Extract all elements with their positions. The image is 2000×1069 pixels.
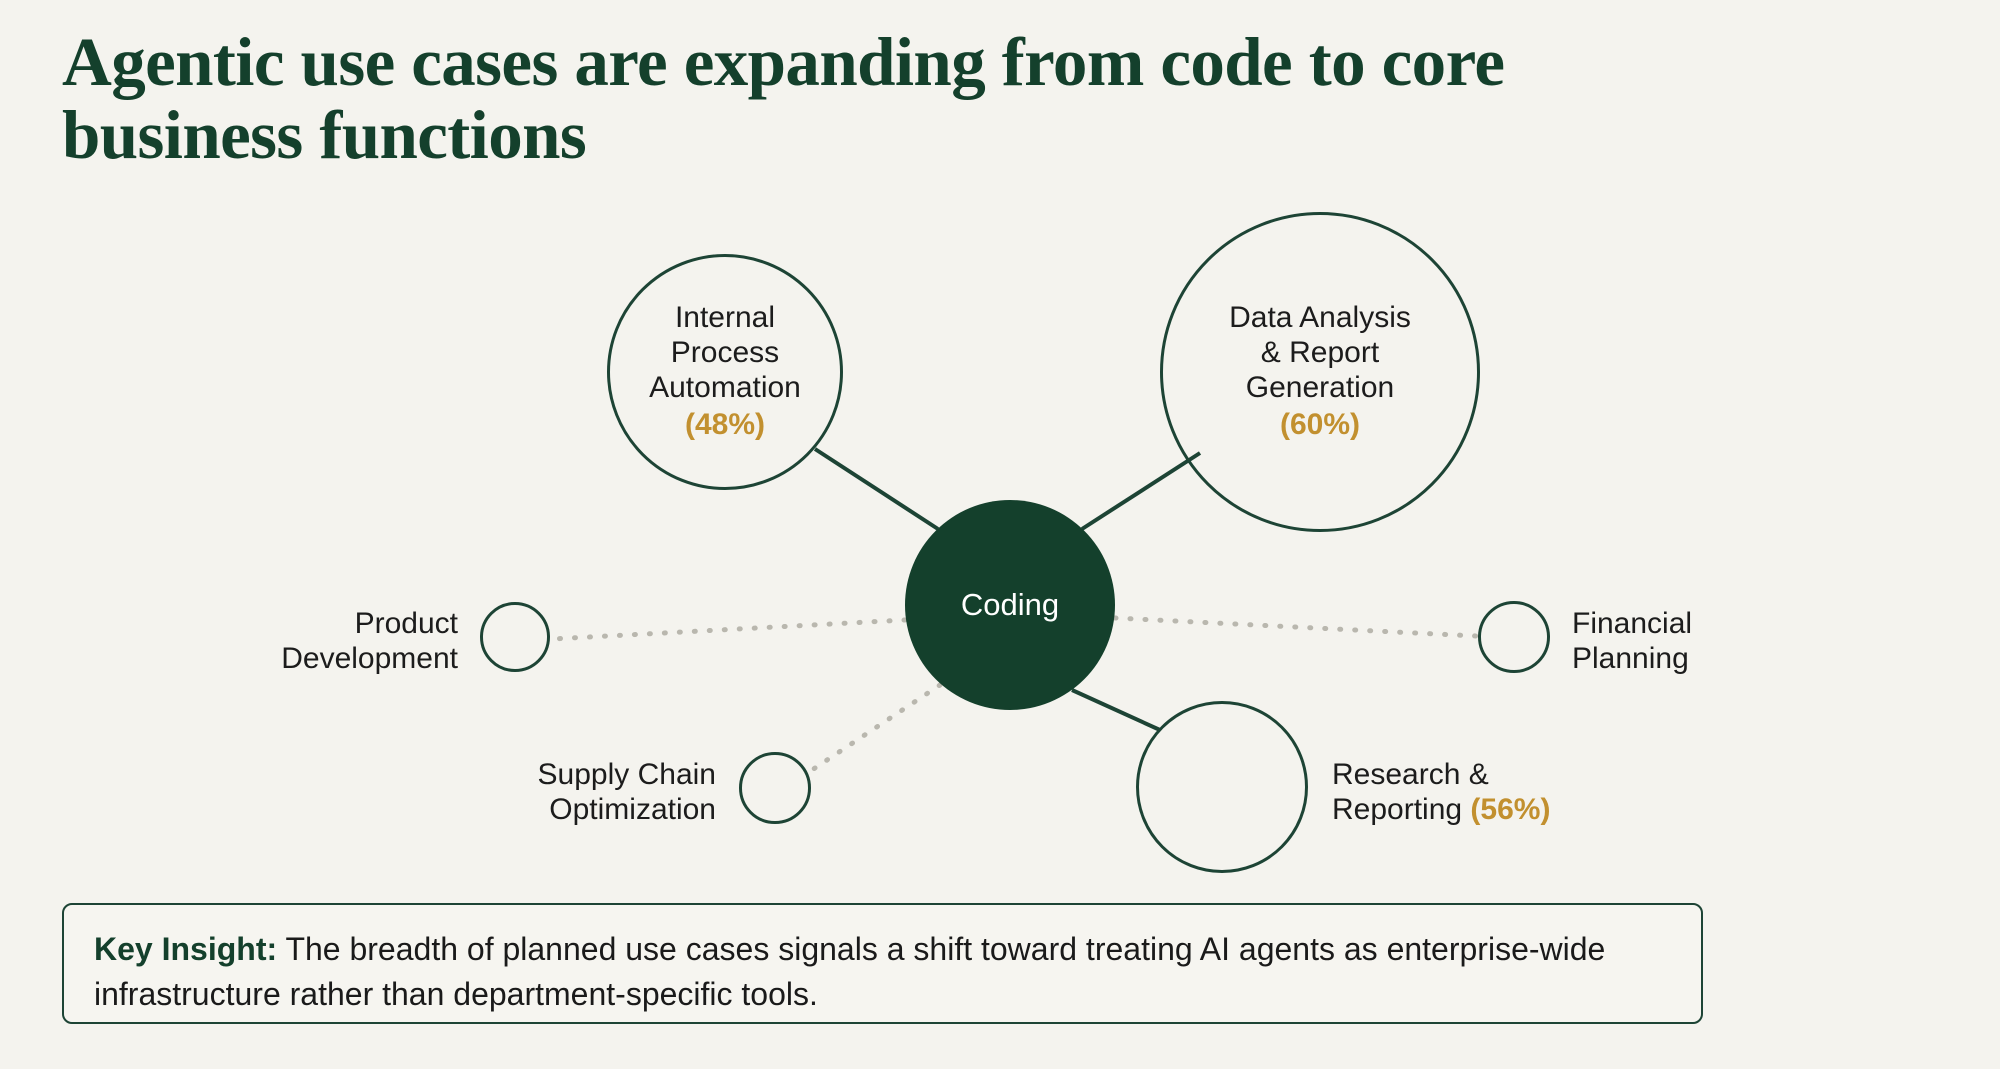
key-insight-box: Key Insight: The breadth of planned use … [62, 903, 1703, 1024]
key-insight-text: Key Insight: The breadth of planned use … [94, 927, 1671, 1018]
node-coding-hub[interactable]: Coding [905, 500, 1115, 710]
node-product-development-label: Product Development [222, 606, 458, 676]
node-percent-badge: (56%) [1470, 793, 1551, 827]
label-line: Product [354, 607, 458, 640]
node-financial-planning-label: Financial Planning [1572, 606, 1692, 676]
label-line: Internal [674, 301, 776, 335]
node-research-reporting-label: Research & Reporting (56%) [1332, 757, 1550, 827]
node-percent-badge: (60%) [1279, 407, 1360, 441]
label-line: Supply Chain [537, 758, 716, 791]
page-title-line-2: business functions [62, 97, 587, 174]
label-line: Data Analysis [1229, 301, 1411, 335]
node-internal-process-automation[interactable]: Internal Process Automation (48%) [607, 254, 843, 490]
label-line: Generation [1245, 371, 1395, 404]
label-line: Process [670, 336, 780, 370]
page-title: Agentic use cases are expanding from cod… [62, 24, 1912, 174]
node-financial-planning[interactable] [1478, 601, 1550, 673]
edge-coding-to-internal-process-automation [813, 447, 940, 531]
key-insight-label: Key Insight: [94, 931, 278, 967]
key-insight-body: The breadth of planned use cases signals… [94, 931, 1606, 1013]
label-line: Financial [1572, 607, 1693, 640]
node-internal-process-automation-label: Internal Process Automation (48%) [643, 301, 807, 442]
label-line: Planning [1572, 642, 1689, 676]
edge-coding-to-financial-planning [1112, 615, 1479, 639]
edge-coding-to-supply-chain-optimization [809, 682, 943, 773]
diagram-connectors [549, 447, 1479, 773]
node-product-development[interactable] [480, 602, 550, 672]
node-percent-badge: (48%) [684, 407, 765, 441]
label-line: Development [281, 642, 458, 676]
node-data-analysis-report-generation-label: Data Analysis & Report Generation (60%) [1223, 301, 1417, 442]
node-supply-chain-optimization-label: Supply Chain Optimization [448, 757, 716, 827]
edge-coding-to-data-analysis [1080, 451, 1202, 531]
edge-coding-to-product-development [549, 617, 908, 642]
node-data-analysis-report-generation[interactable]: Data Analysis & Report Generation (60%) [1160, 212, 1480, 532]
label-line: Reporting [1332, 793, 1471, 827]
hub-and-spoke-diagram: Internal Process Automation (48%) Data A… [0, 150, 2000, 880]
page-title-line-1: Agentic use cases are expanding from cod… [62, 24, 1505, 100]
label-line: Optimization [549, 793, 716, 827]
edge-coding-to-research-reporting [1071, 688, 1161, 732]
label-line: & Report [1260, 336, 1380, 370]
node-coding-hub-label: Coding [960, 587, 1060, 623]
node-research-reporting[interactable] [1136, 701, 1308, 873]
node-supply-chain-optimization[interactable] [739, 752, 811, 824]
label-line: Research & [1332, 758, 1489, 791]
label-line: Automation [649, 371, 801, 404]
